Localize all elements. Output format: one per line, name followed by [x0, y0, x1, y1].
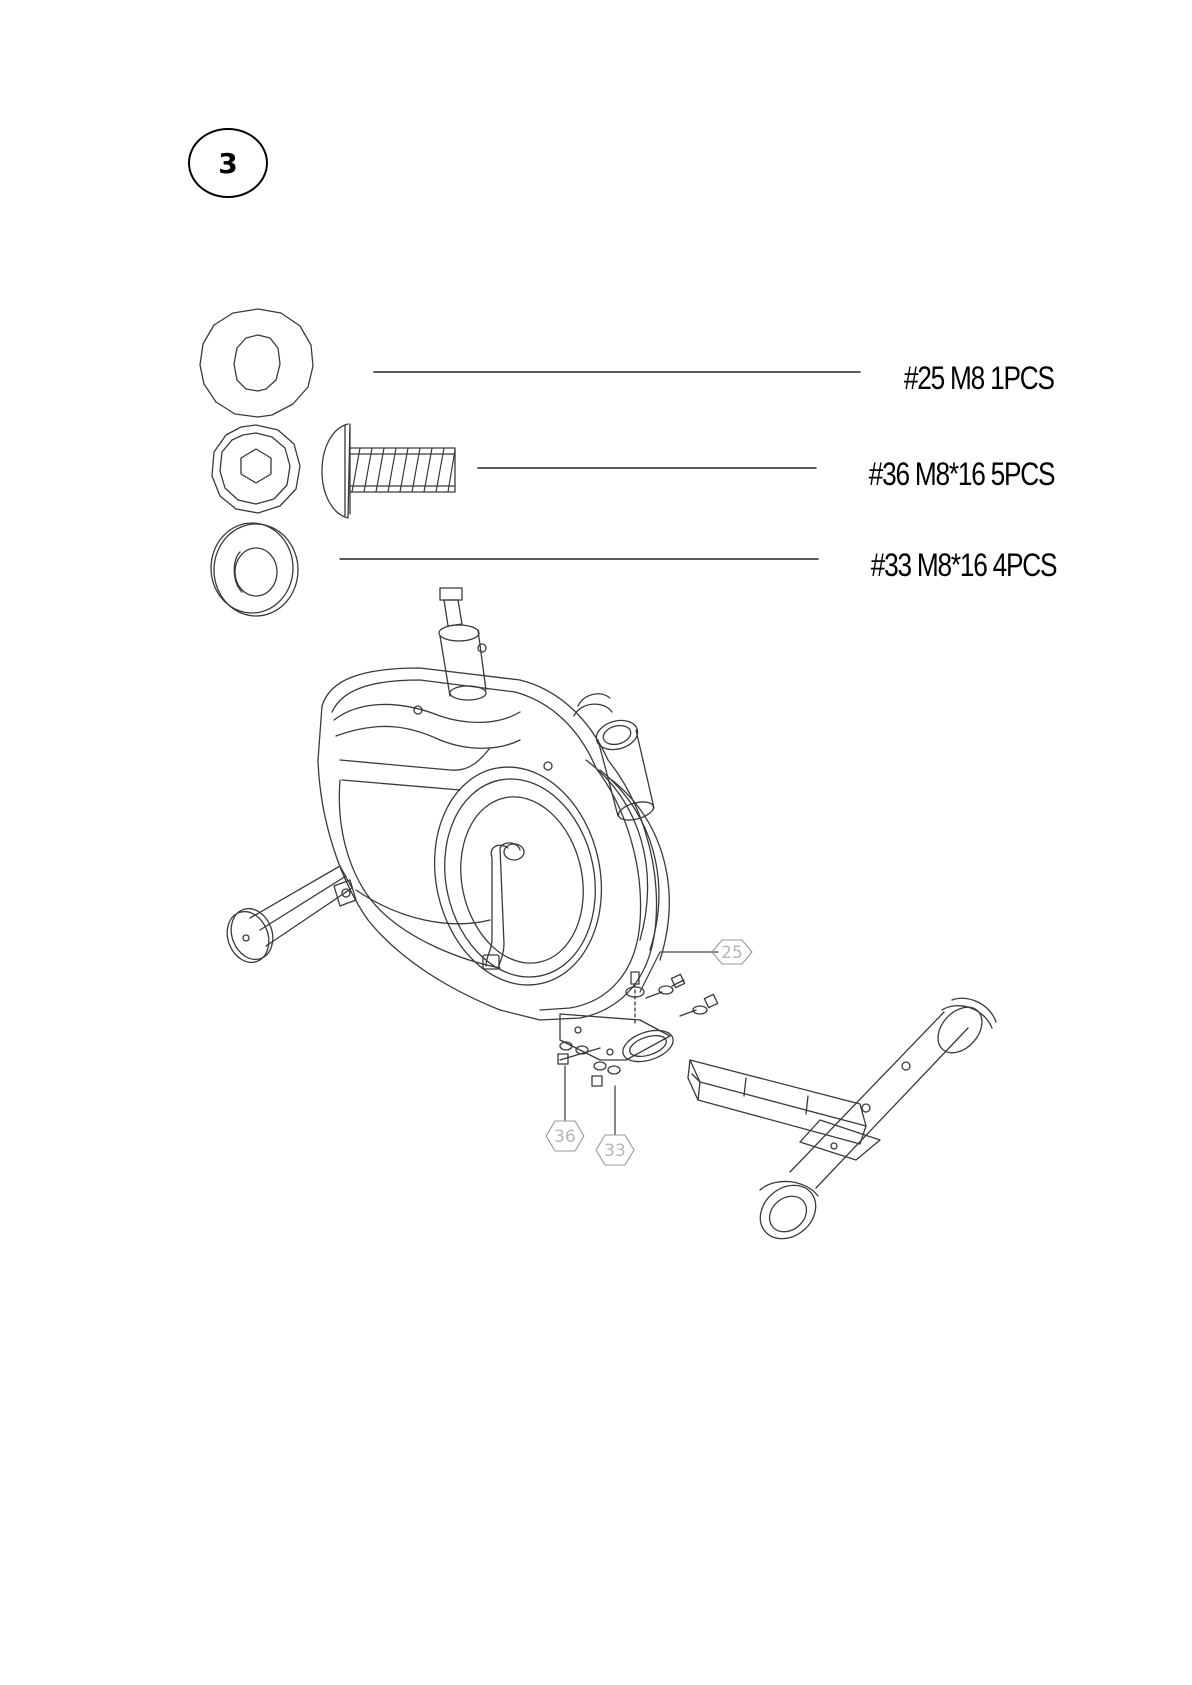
- part-36-bolt-head-icon: [212, 425, 300, 513]
- part-36-bolt-icon: [322, 424, 455, 518]
- bike-main-frame-drawing: [220, 588, 677, 1067]
- callout-leaders: [565, 952, 718, 1134]
- callout-number-36: 36: [554, 1127, 576, 1147]
- callout-number-33: 33: [604, 1141, 626, 1161]
- part-25-nut-icon: [200, 309, 313, 417]
- front-stabilizer-drawing: [688, 998, 996, 1249]
- part-33-washer-icon: [211, 523, 298, 616]
- callout-number-25: 25: [721, 943, 743, 963]
